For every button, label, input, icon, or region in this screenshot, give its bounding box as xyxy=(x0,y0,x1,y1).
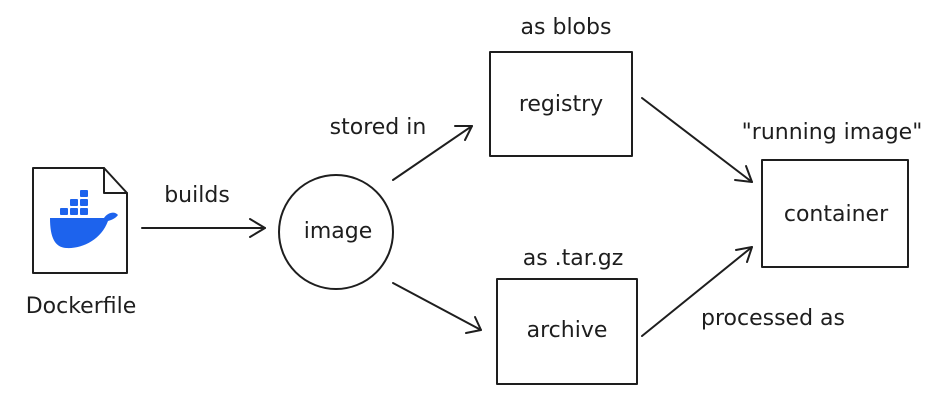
arrow-builds xyxy=(141,218,266,238)
container-label: container xyxy=(783,202,889,227)
processed-as-edge-label: processed as xyxy=(701,306,845,331)
arrow-registry-container xyxy=(641,97,753,183)
docker-whale-icon xyxy=(50,190,118,249)
dockerfile-node xyxy=(32,167,128,274)
archive-label: archive xyxy=(526,318,608,343)
registry-note: as blobs xyxy=(520,15,612,40)
arrow-stored-in xyxy=(392,125,473,181)
builds-edge-label: builds xyxy=(164,183,230,208)
archive-note: as .tar.gz xyxy=(522,246,624,271)
stored-in-edge-label: stored in xyxy=(329,115,427,140)
dockerfile-label: Dockerfile xyxy=(25,294,137,319)
arrow-archive xyxy=(392,282,482,334)
image-label: image xyxy=(303,219,373,244)
registry-node xyxy=(489,51,633,157)
registry-label: registry xyxy=(518,92,604,117)
container-node xyxy=(761,159,909,268)
document-outline xyxy=(32,167,128,274)
container-note: "running image" xyxy=(741,120,923,145)
document-fold xyxy=(103,167,128,194)
archive-node xyxy=(496,278,638,385)
arrow-archive-container xyxy=(641,246,753,337)
image-node xyxy=(278,174,394,290)
